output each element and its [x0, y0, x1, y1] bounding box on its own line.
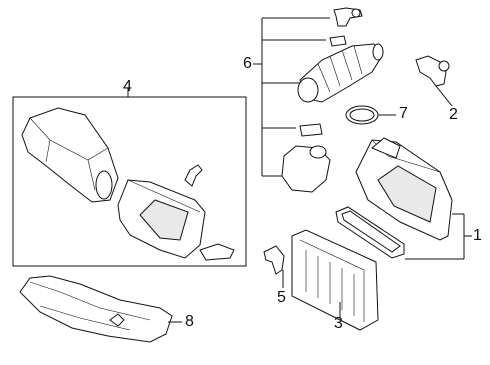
upper-case-part [21, 107, 119, 203]
group-bracket-6 [253, 17, 330, 177]
air-duct-part-8 [19, 275, 182, 343]
sensor-part-2 [415, 55, 453, 107]
assembly-box-4 [12, 96, 247, 267]
intake-hose-part [297, 43, 384, 103]
lower-case-part [117, 179, 235, 261]
clamp-mid-part [299, 123, 323, 137]
callout-6: 6 [243, 55, 252, 72]
hose-clamp-part-7 [345, 105, 396, 125]
callout-2: 2 [449, 106, 458, 123]
resonator-part [281, 145, 331, 193]
clamp-small-part [329, 35, 347, 47]
callout-7: 7 [399, 105, 408, 122]
bracket-1 [405, 213, 472, 260]
callout-5: 5 [277, 289, 286, 306]
callout-3: 3 [334, 315, 343, 332]
elbow-hose-part [333, 7, 363, 27]
air-box-part-1 [355, 137, 453, 241]
sensor-in-box [184, 164, 203, 187]
callout-4: 4 [123, 78, 132, 95]
filter-element-part-3 [291, 229, 379, 331]
gasket-part [335, 206, 405, 259]
bracket-part-5 [263, 245, 285, 288]
callout-8: 8 [185, 313, 194, 330]
callout-1: 1 [473, 227, 482, 244]
